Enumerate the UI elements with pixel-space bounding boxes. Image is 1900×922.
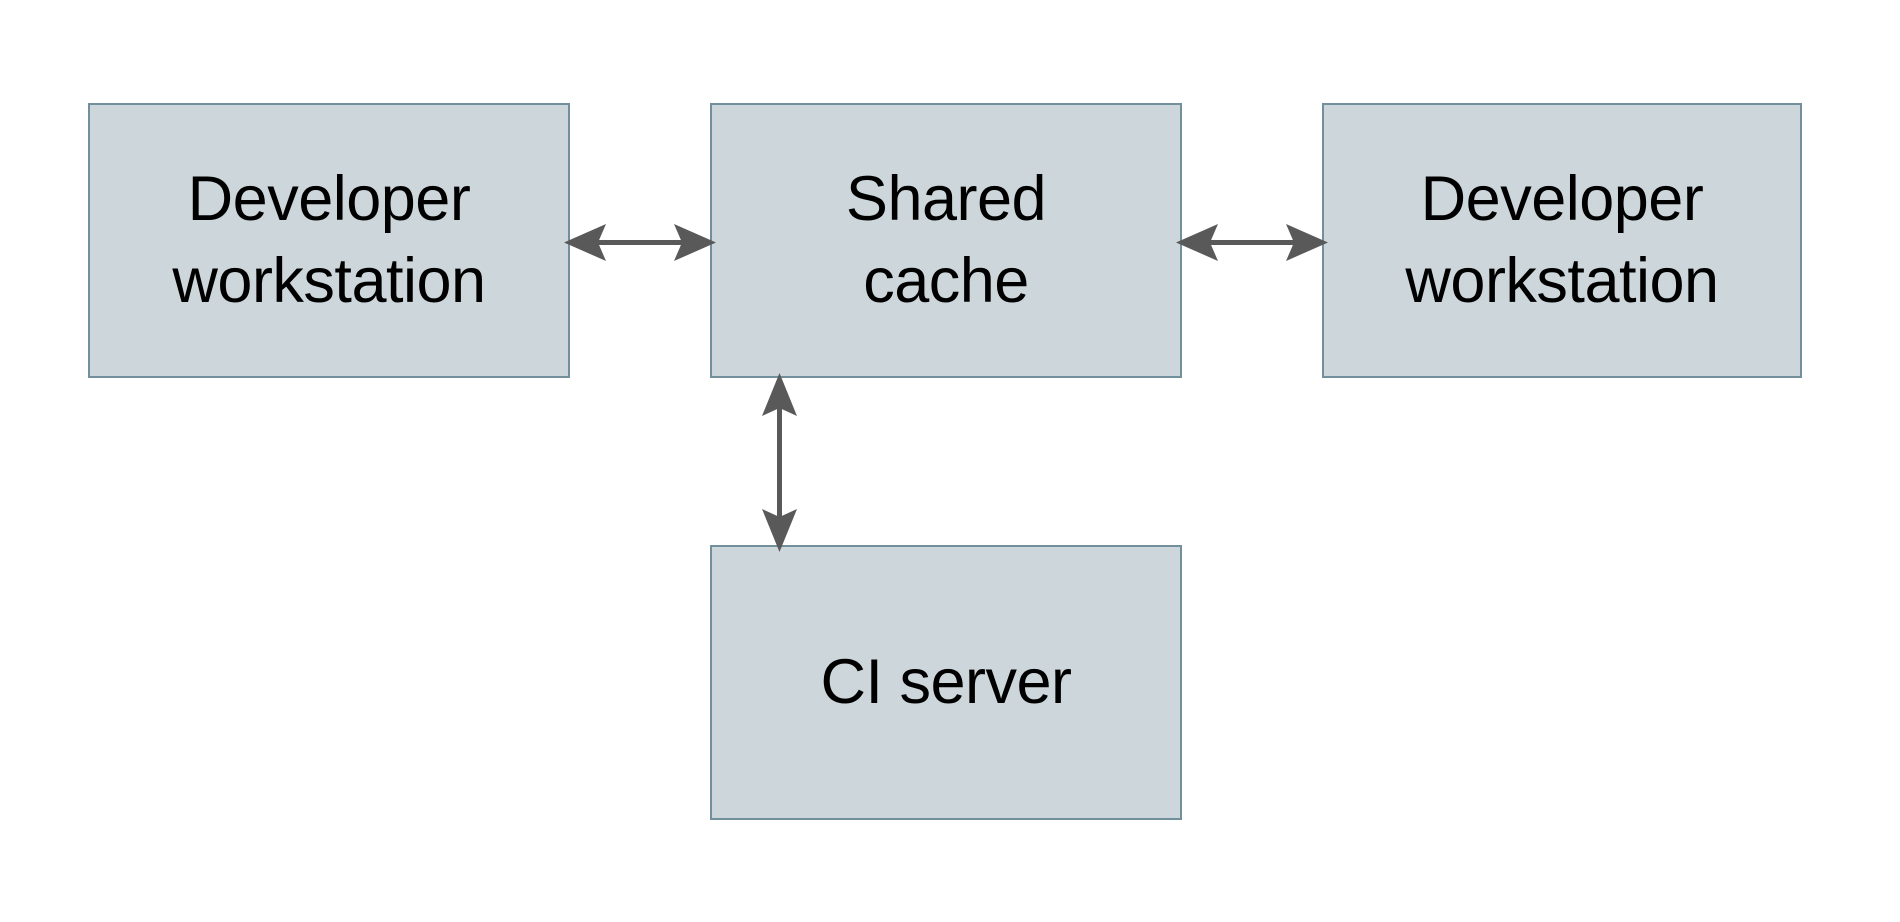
- node-shared-cache[interactable]: Shared cache: [710, 103, 1182, 378]
- connector-ci-to-shared-double-arrow-icon: [762, 373, 797, 552]
- node-ci-server[interactable]: CI server: [710, 545, 1182, 820]
- node-developer-workstation-right[interactable]: Developer workstation: [1322, 103, 1802, 378]
- node-label: Shared cache: [845, 163, 1047, 316]
- connector-left-to-shared-double-arrow-icon: [564, 224, 716, 261]
- node-label: Developer workstation: [172, 163, 486, 316]
- node-label: CI server: [820, 646, 1072, 717]
- node-developer-workstation-left[interactable]: Developer workstation: [88, 103, 570, 378]
- node-label: Developer workstation: [1405, 163, 1719, 316]
- connector-shared-to-right-double-arrow-icon: [1176, 224, 1328, 261]
